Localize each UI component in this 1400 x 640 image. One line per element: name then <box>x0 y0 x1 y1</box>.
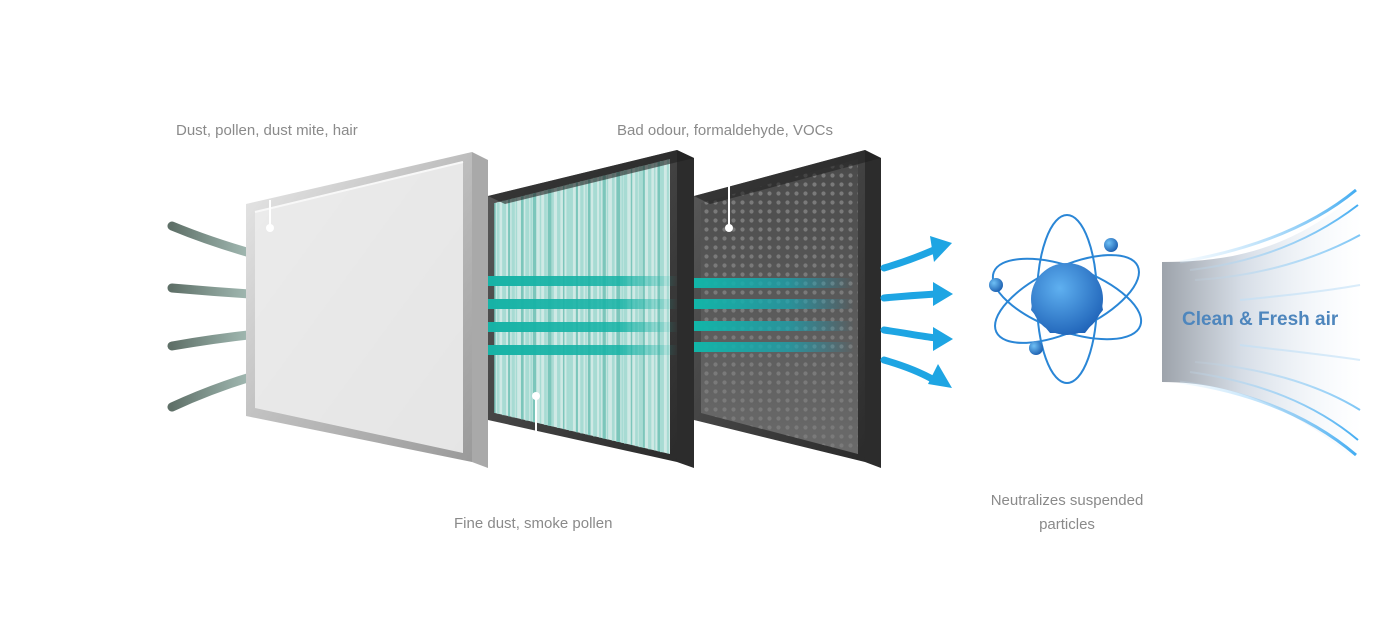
pre-filter-panel <box>246 152 488 468</box>
output-label: Clean & Fresh air <box>1182 309 1339 330</box>
ion-label-line-1: Neutralizes suspended <box>990 492 1144 509</box>
callout-pointers <box>266 184 733 434</box>
prefilter-label: Dust, pollen, dust mite, hair <box>176 122 358 139</box>
arrow-heads <box>928 236 953 388</box>
atom-icon <box>989 214 1143 384</box>
filtered-air-streams <box>488 276 854 355</box>
ion-label-line-2: particles <box>1039 516 1095 533</box>
hepa-filter-label: Fine dust, smoke pollen <box>454 515 613 532</box>
fresh-air-wave <box>1162 188 1362 460</box>
ion-label: Neutralizes suspended particles <box>967 489 1167 537</box>
carbon-filter-label: Bad odour, formaldehyde, VOCs <box>617 122 833 139</box>
outflow-arrows <box>880 246 940 384</box>
